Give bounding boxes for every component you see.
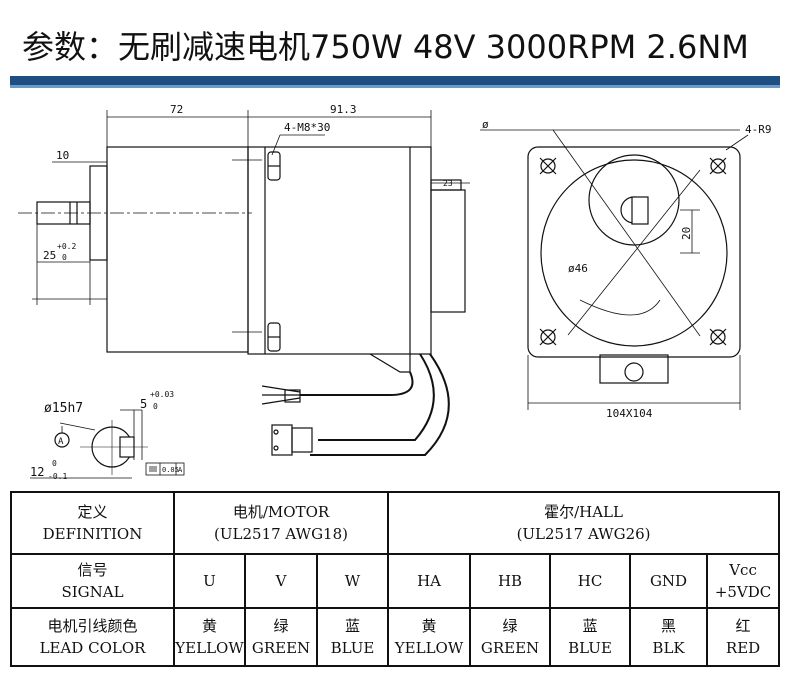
lead-color-header: 电机引线颜色 LEAD COLOR bbox=[10, 607, 175, 667]
dim-phi: ø bbox=[482, 118, 489, 131]
hall-spec: (UL2517 AWG26) bbox=[516, 525, 651, 543]
dim-phi15h7: ø15h7 bbox=[44, 401, 83, 416]
dim-10: 10 bbox=[56, 149, 69, 162]
table-row-signal: 信号 SIGNAL U V W HA HB HC GND Vcc +5VDC bbox=[10, 553, 781, 609]
signal-cell: HB bbox=[469, 553, 552, 609]
signal-cell-vcc: Vcc +5VDC bbox=[706, 553, 781, 609]
shaft-boss bbox=[588, 154, 680, 246]
lead-color-en: LEAD COLOR bbox=[39, 639, 146, 657]
signal-cell: W bbox=[315, 553, 390, 609]
hall-cn: 霍尔/HALL bbox=[544, 503, 623, 521]
title-underline-bar bbox=[10, 76, 780, 88]
signal-header: 信号 SIGNAL bbox=[10, 553, 175, 609]
motor-spec: (UL2517 AWG18) bbox=[214, 525, 348, 543]
signal-cell: U bbox=[173, 553, 246, 609]
dim-104x104: 104X104 bbox=[606, 407, 653, 420]
tol-value: 0.05 bbox=[162, 466, 179, 474]
signal-en: SIGNAL bbox=[61, 583, 124, 601]
dim-4-m8x30: 4-M8*30 bbox=[284, 121, 330, 134]
dim-4-r9: 4-R9 bbox=[745, 123, 772, 136]
tol-datum: A bbox=[178, 466, 183, 474]
front-flange bbox=[527, 146, 741, 358]
dim-12-tol-upper: 0 bbox=[52, 459, 57, 468]
table-row-definition: 定义 DEFINITION 电机/MOTOR (UL2517 AWG18) 霍尔… bbox=[10, 491, 781, 555]
dim-23: 23 bbox=[443, 179, 453, 188]
page-title: 参数：无刷减速电机750W 48V 3000RPM 2.6NM bbox=[22, 28, 749, 66]
hall-header: 霍尔/HALL (UL2517 AWG26) bbox=[387, 491, 781, 555]
tolerance-frame bbox=[145, 462, 185, 476]
datum-a: A bbox=[58, 437, 64, 447]
dim-5: 5 bbox=[140, 397, 147, 411]
dim-5-tol-upper: +0.03 bbox=[150, 390, 174, 399]
dim-91-3: 91.3 bbox=[330, 103, 357, 116]
vcc-line-1: Vcc bbox=[729, 561, 757, 579]
lead-color-cn: 电机引线颜色 bbox=[47, 617, 138, 635]
signal-cn: 信号 bbox=[77, 561, 108, 579]
front-connector bbox=[599, 354, 669, 384]
signal-cell: HA bbox=[387, 553, 472, 609]
definition-cn: 定义 bbox=[77, 503, 108, 521]
definition-en: DEFINITION bbox=[42, 525, 143, 543]
gearbox-body bbox=[106, 146, 249, 353]
dim-phi46: ø46 bbox=[568, 262, 588, 275]
dim-25: 25 bbox=[43, 249, 56, 262]
front-boss-circle bbox=[540, 159, 728, 347]
dim-25-tol-upper: +0.2 bbox=[57, 242, 76, 251]
signal-cell: V bbox=[244, 553, 318, 609]
motor-cn: 电机/MOTOR bbox=[232, 503, 330, 521]
dim-72: 72 bbox=[170, 103, 183, 116]
vcc-line-2: +5VDC bbox=[714, 583, 772, 601]
wiring-spec-table: 定义 DEFINITION 电机/MOTOR (UL2517 AWG18) 霍尔… bbox=[10, 491, 781, 667]
signal-cell: GND bbox=[629, 553, 709, 609]
rear-cap bbox=[430, 189, 466, 313]
dim-12-tol-lower: -0.1 bbox=[48, 472, 67, 481]
dim-5-tol-lower: 0 bbox=[153, 402, 158, 411]
dim-25-tol-lower: 0 bbox=[62, 253, 67, 262]
signal-cell: HC bbox=[549, 553, 632, 609]
dim-12: 12 bbox=[30, 465, 44, 479]
dim-20: 20 bbox=[680, 227, 693, 240]
definition-header: 定义 DEFINITION bbox=[10, 491, 175, 555]
motor-header: 电机/MOTOR (UL2517 AWG18) bbox=[172, 491, 390, 555]
technical-drawing: 72 91.3 4-M8*30 10 25 +0.2 0 23 ø 4-R9 2… bbox=[18, 103, 772, 481]
